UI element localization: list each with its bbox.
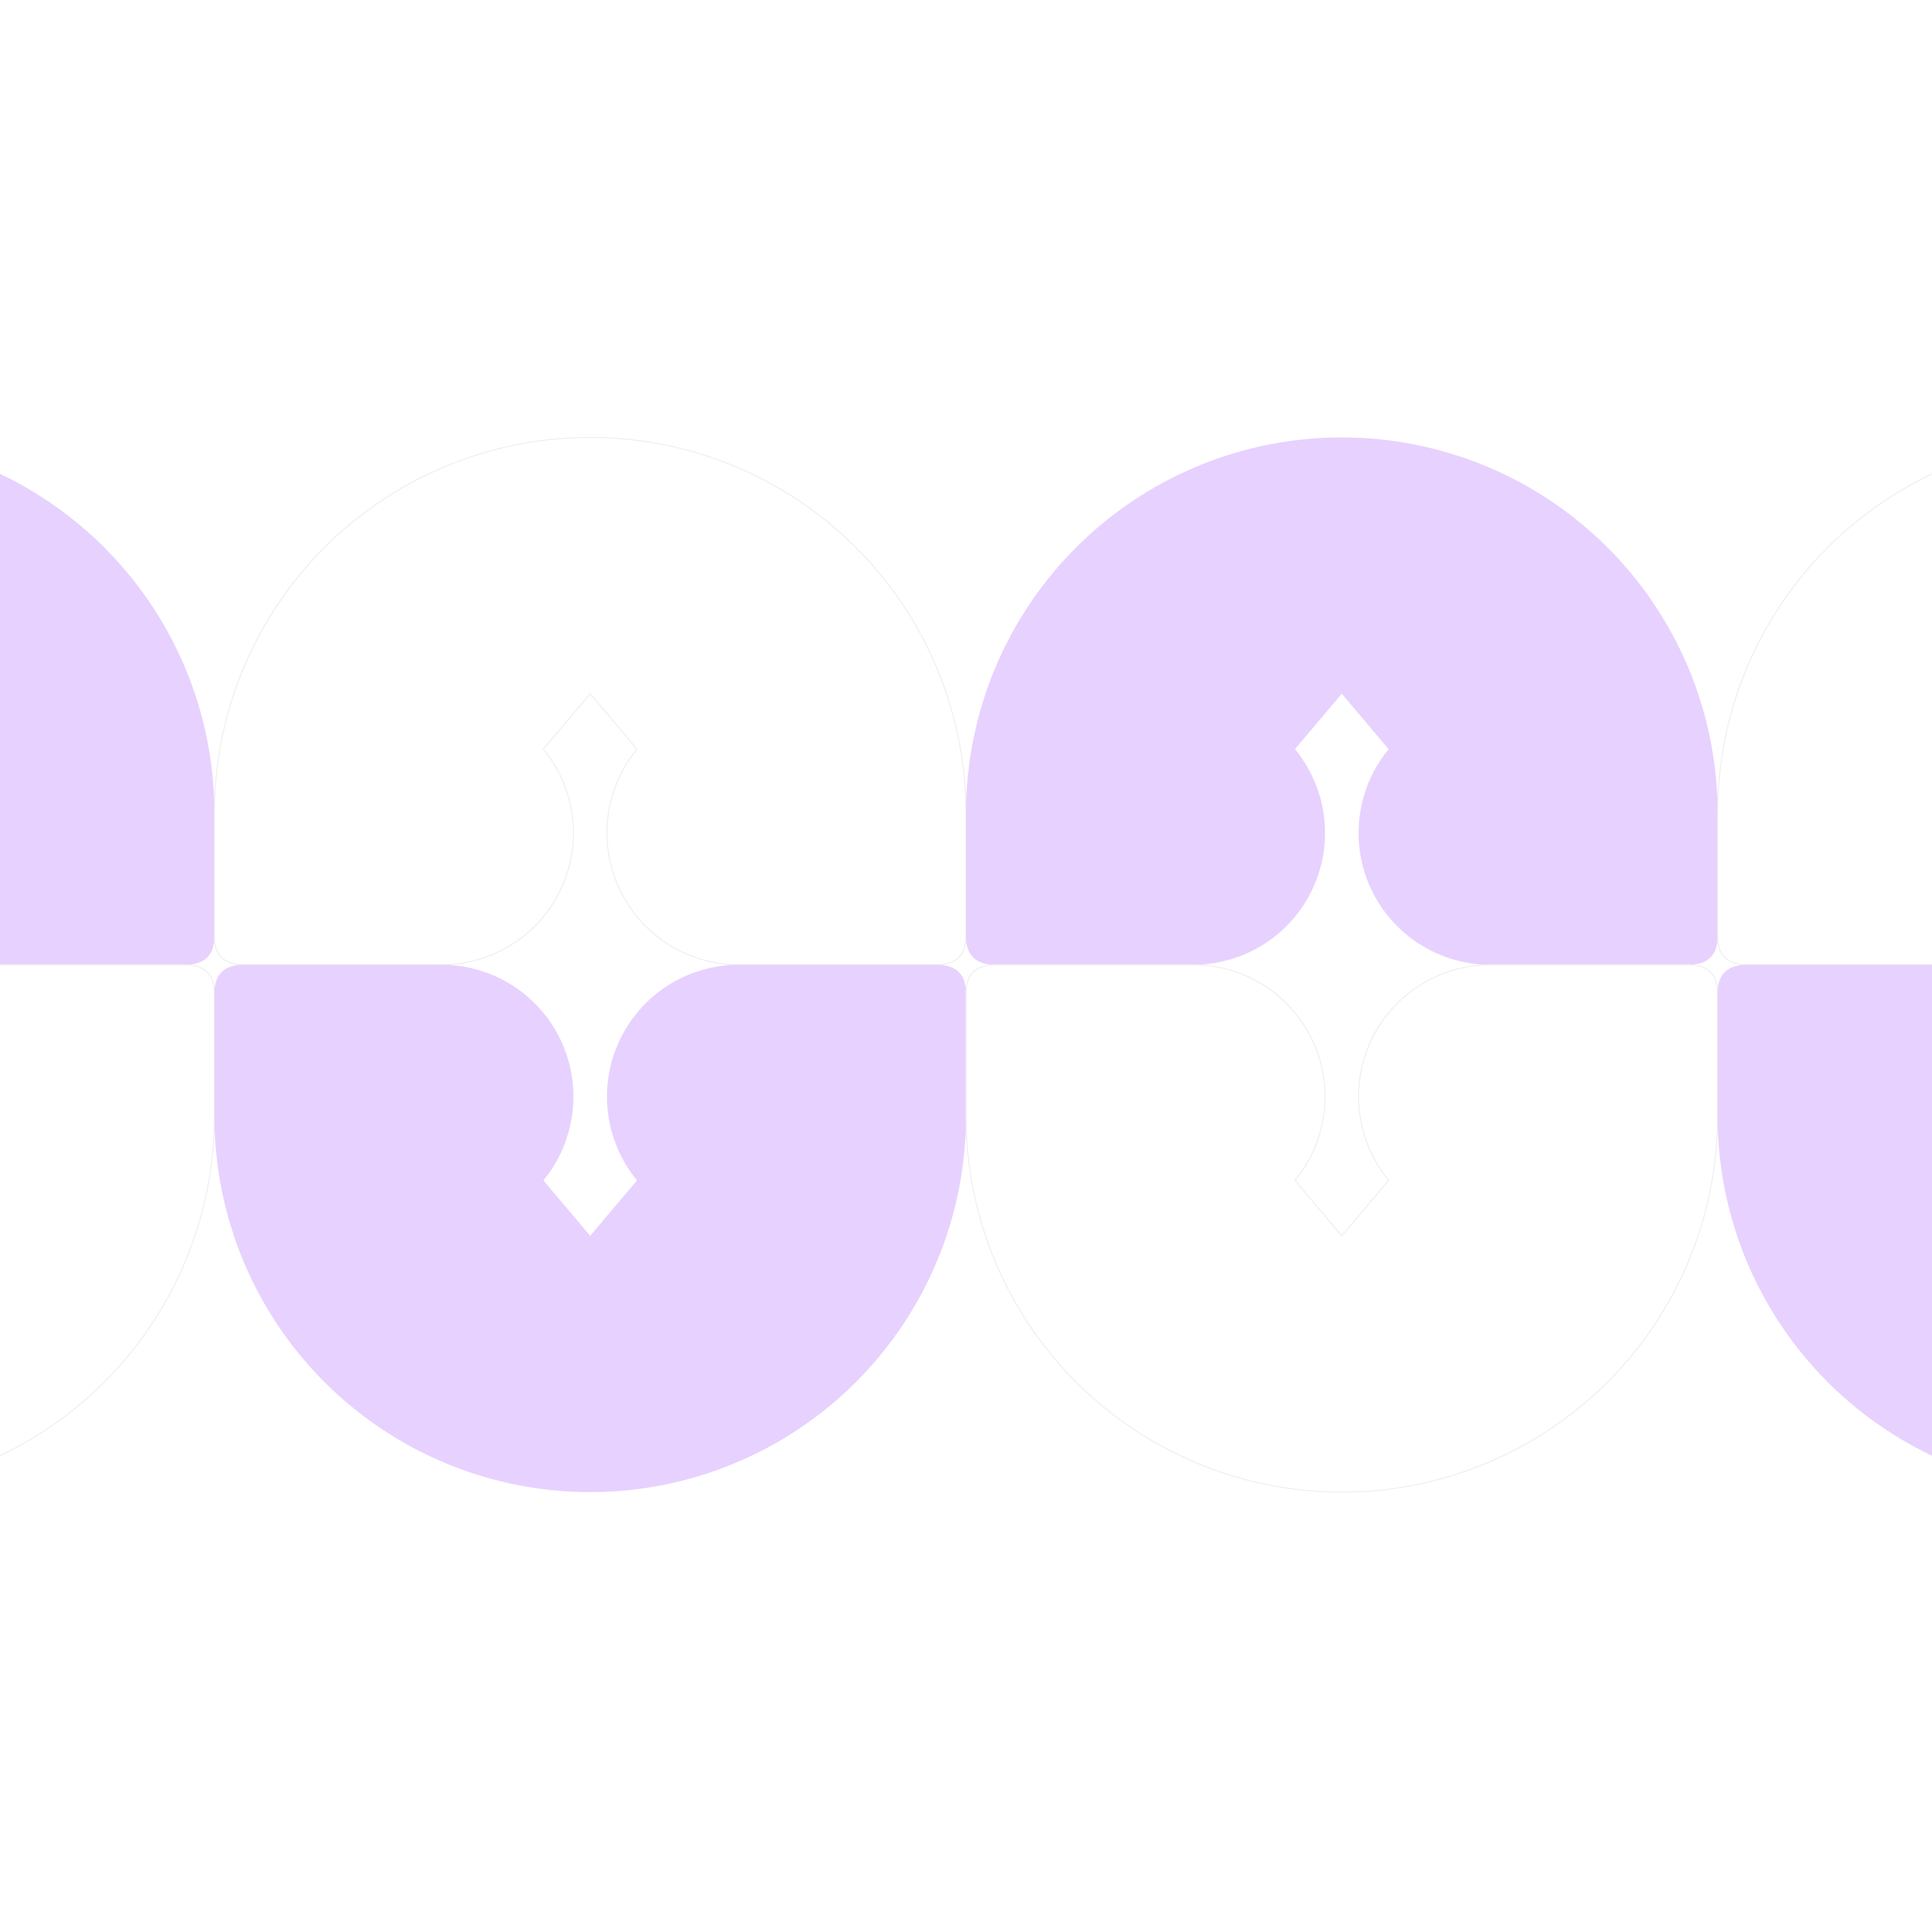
outline-arch-tile-up (214, 437, 967, 966)
outline-arch-tile-up (1717, 473, 1932, 966)
filled-arch-tile-up (0, 474, 215, 965)
filled-arch-tile-down (214, 965, 966, 1492)
filled-arch-tile-down (1717, 965, 1932, 1456)
outline-arch-tile-down (0, 964, 215, 1457)
filled-arch-tile-up (966, 437, 1718, 965)
outline-arch-tile-down (965, 964, 1718, 1493)
